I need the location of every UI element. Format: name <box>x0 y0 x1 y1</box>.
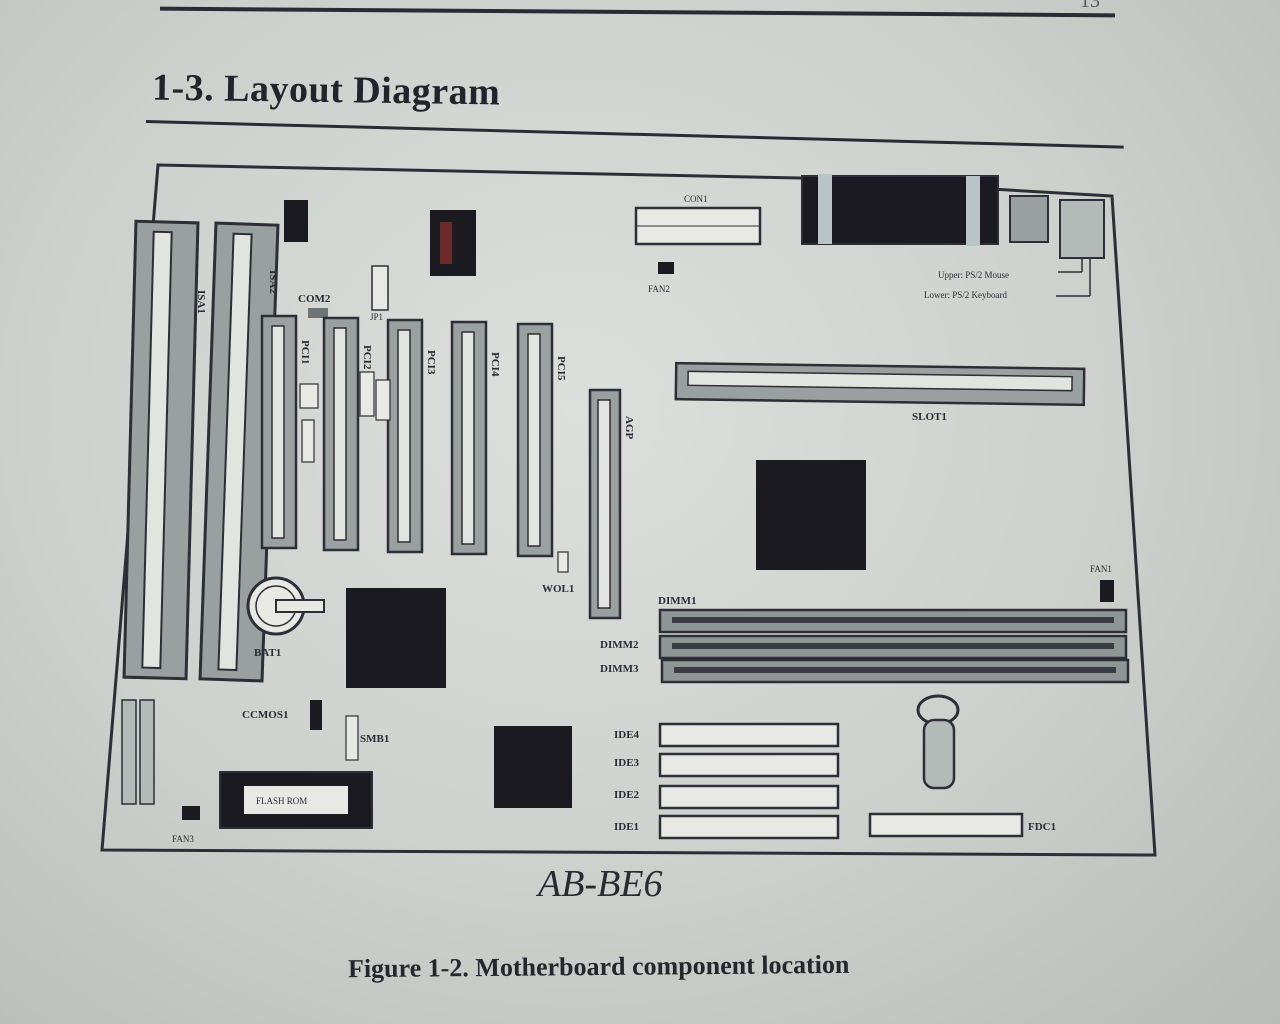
fan2-header <box>658 262 674 274</box>
jumper-block <box>301 419 315 463</box>
slot1-cpu-slot <box>674 361 1086 407</box>
smb1-header <box>345 715 359 761</box>
page-number: 13 <box>1080 0 1100 12</box>
ide1-connector <box>658 814 840 840</box>
jp1-label: JP1 <box>370 312 383 322</box>
small-chip <box>284 200 308 242</box>
front-panel-header <box>139 699 155 805</box>
pci3-slot <box>386 318 424 554</box>
pci-slots <box>260 314 554 558</box>
com2-label: COM2 <box>298 293 331 305</box>
wol1-label: WOL1 <box>542 583 574 595</box>
ide2-label: IDE2 <box>614 789 640 801</box>
fan2-label: FAN2 <box>648 284 670 294</box>
dimm1-label: DIMM1 <box>658 595 697 607</box>
pci2-slot <box>322 316 360 552</box>
isa2-label: ISA2 <box>267 270 279 294</box>
fdc1-connector <box>868 812 1024 838</box>
northbridge-chip <box>756 460 866 570</box>
board-outline <box>100 163 1157 857</box>
usb-port <box>1009 195 1049 243</box>
smb1-label: SMB1 <box>360 733 389 745</box>
pci5-label: PCI5 <box>555 356 567 381</box>
ps2-lower-label: Lower: PS/2 Keyboard <box>924 290 1007 300</box>
io-controller-chip <box>494 726 572 808</box>
pci2-label: PCI2 <box>361 345 373 370</box>
dimm3-label: DIMM3 <box>600 663 639 675</box>
jumper-block <box>299 383 319 409</box>
ide3-label: IDE3 <box>614 757 640 769</box>
fan1-header <box>1100 580 1114 602</box>
jp1-jumper <box>371 265 389 311</box>
ide4-connector <box>658 722 840 748</box>
slot1-label: SLOT1 <box>912 411 947 423</box>
capacitor <box>922 718 956 790</box>
ps2-port <box>1059 199 1105 259</box>
pci1-slot <box>260 314 298 550</box>
pci4-label: PCI4 <box>489 352 501 377</box>
isa1-slot <box>122 219 200 681</box>
model-name: AB-BE6 <box>538 863 663 905</box>
ide3-connector <box>658 752 840 778</box>
fan1-label: FAN1 <box>1090 564 1112 574</box>
ide1-label: IDE1 <box>614 821 639 833</box>
jumper-block <box>359 371 375 417</box>
wol1-header <box>557 551 569 573</box>
ide4-label: IDE4 <box>614 729 640 741</box>
agp-label: AGP <box>623 416 635 440</box>
figure-caption: Figure 1-2. Motherboard component locati… <box>347 949 850 984</box>
fdc1-label: FDC1 <box>1028 821 1056 833</box>
ps2-upper-label: Upper: PS/2 Mouse <box>938 270 1009 280</box>
isa2-slot <box>198 221 280 683</box>
jumper-block <box>375 379 391 421</box>
pci4-slot <box>450 320 488 556</box>
front-panel-header <box>121 699 137 805</box>
pci3-label: PCI3 <box>425 350 437 375</box>
con1-label: CON1 <box>684 194 708 204</box>
ccmos1-jumper <box>310 700 322 730</box>
bat1-label: BAT1 <box>254 647 281 659</box>
parallel-port <box>801 175 999 245</box>
ccmos1-label: CCMOS1 <box>242 709 288 721</box>
agp-slot <box>588 388 622 620</box>
com2-header <box>308 308 328 318</box>
bios-chip <box>430 210 476 276</box>
pci5-slot <box>516 322 554 558</box>
pci1-label: PCI1 <box>299 340 311 364</box>
fan3-header <box>182 806 200 820</box>
dimm2-label: DIMM2 <box>600 639 639 651</box>
isa1-label: ISA1 <box>195 290 207 314</box>
flash-rom-label: FLASH ROM <box>256 796 307 806</box>
southbridge-chip <box>346 588 446 688</box>
fan3-label: FAN3 <box>172 834 194 844</box>
ide2-connector <box>658 784 840 810</box>
